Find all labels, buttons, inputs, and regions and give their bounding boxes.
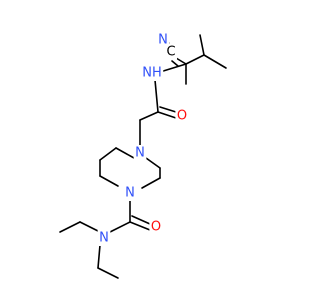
bond-carbamoyl-o-a	[129, 221, 151, 231]
bond-ring-5	[145, 157, 161, 169]
bond-ethyl1-a	[79, 221, 101, 233]
atom-labels-layer: C N NH O N N O N	[99, 33, 187, 246]
bond-quaternary-to-ch	[185, 54, 205, 65]
bond-ethyl2-b	[97, 267, 119, 279]
atom-label-backgrounds	[97, 32, 189, 246]
atom-label-cn-nitrogen: N	[158, 33, 168, 48]
bond-carbonyl-o-b	[159, 106, 177, 113]
atom-label-background	[133, 145, 147, 161]
molecule-structure-diagram: C N NH O N N O N	[59, 32, 227, 279]
atom-label-background	[97, 230, 111, 246]
bonds-layer	[59, 34, 227, 279]
bond-ch-to-methyl-up	[199, 34, 205, 56]
bond-nh-to-carbonyl	[154, 79, 159, 113]
bond-carbonyl-o-a	[157, 111, 177, 119]
atom-label-piperazine-n-bottom: N	[125, 186, 135, 201]
bond-ring-7	[141, 177, 161, 189]
bond-ethyl2-a	[97, 244, 101, 269]
atom-label-background	[149, 219, 163, 235]
atom-label-background	[140, 65, 164, 81]
bond-ring-1	[115, 147, 135, 159]
bond-carbonyl-to-ch2	[139, 111, 159, 121]
atom-label-amide-oxygen: O	[177, 109, 187, 124]
bond-carbamoyl-o-b	[131, 215, 151, 225]
atom-label-background	[175, 108, 189, 124]
atom-label-amide-nh: NH	[142, 66, 162, 81]
bond-cn-to-quaternary	[175, 57, 187, 65]
atom-label-carbamoyl-oxygen: O	[151, 220, 161, 235]
bond-ethyl1-b	[59, 221, 81, 233]
bond-quaternary-to-nh	[159, 63, 187, 73]
bond-ring-2	[99, 147, 117, 161]
atom-label-cn-carbon: C	[166, 45, 175, 60]
bond-nitrile-1	[171, 60, 179, 67]
bond-ch-to-methyl-right	[203, 54, 227, 69]
atom-label-background	[156, 32, 170, 48]
bond-ring-4	[99, 175, 119, 187]
bond-carbamoyl-to-amine-n	[109, 221, 131, 233]
atom-label-diethylamine-n: N	[99, 231, 109, 246]
atom-label-background	[123, 185, 137, 201]
atom-label-piperazine-n-top: N	[135, 146, 145, 161]
